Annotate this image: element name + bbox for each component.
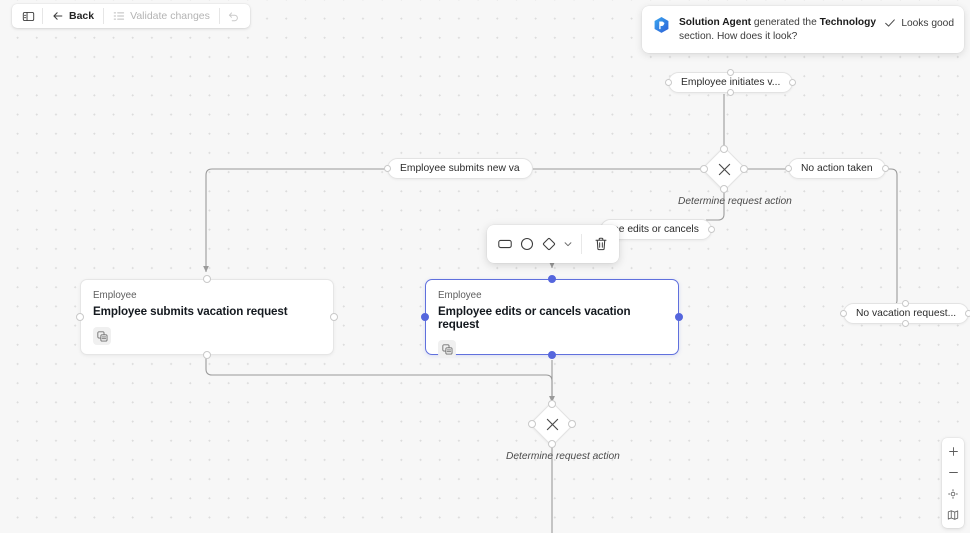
- handle-top[interactable]: [720, 145, 728, 153]
- rectangle-shape-icon[interactable]: [495, 232, 515, 256]
- solution-agent-hexagon-icon: [652, 16, 671, 35]
- toolbar-divider: [218, 8, 220, 24]
- minimap-button[interactable]: [943, 505, 963, 524]
- handle-right[interactable]: [789, 78, 797, 86]
- chevron-down-icon[interactable]: [561, 232, 574, 256]
- flow-node-no-action-taken[interactable]: No action taken: [785, 158, 889, 179]
- flow-node-label: ee edits or cancels: [613, 224, 699, 235]
- looks-good-button[interactable]: Looks good: [884, 15, 954, 29]
- circle-shape-icon[interactable]: [517, 232, 537, 256]
- banner-message-mid: generated the: [751, 17, 820, 28]
- flow-node-employee-edits-or-cancels[interactable]: ee edits or cancels: [600, 219, 715, 240]
- fit-view-button[interactable]: [943, 484, 963, 503]
- handle-bottom[interactable]: [902, 320, 910, 327]
- agent-name: Solution Agent: [679, 17, 752, 28]
- handle-top[interactable]: [548, 275, 556, 283]
- banner-highlight: Technology: [819, 17, 877, 28]
- looks-good-label: Looks good: [901, 17, 954, 29]
- decision-caption-bottom: Determine request action: [506, 451, 620, 462]
- layers-icon[interactable]: [93, 327, 111, 345]
- flow-node-employee-initiates[interactable]: Employee initiates v...: [665, 69, 797, 96]
- flow-node-edits-or-cancels-vacation-request[interactable]: Employee Employee edits or cancels vacat…: [421, 275, 683, 359]
- handle-right[interactable]: [881, 164, 889, 172]
- validate-changes-label: Validate changes: [130, 10, 210, 22]
- handle-top[interactable]: [902, 300, 910, 307]
- back-label: Back: [69, 10, 95, 22]
- flow-node-submits-vacation-request[interactable]: Employee Employee submits vacation reque…: [76, 275, 338, 359]
- editor-toolbar[interactable]: Back Validate changes: [12, 4, 250, 28]
- handle-right[interactable]: [568, 420, 576, 428]
- decision-caption-top: Determine request action: [678, 196, 792, 207]
- handle-left[interactable]: [700, 165, 708, 173]
- layers-icon[interactable]: [438, 340, 456, 358]
- handle-left[interactable]: [421, 313, 429, 321]
- handle-bottom[interactable]: [726, 89, 734, 96]
- handle-right[interactable]: [330, 313, 338, 321]
- edge-card1-to-decision-bottom: [205, 355, 555, 403]
- flow-node-decision-top[interactable]: [700, 145, 748, 193]
- toolbar-divider: [581, 234, 582, 254]
- handle-top[interactable]: [726, 69, 734, 76]
- undo-icon: [227, 10, 240, 23]
- banner-message-end: section. How does it look?: [679, 31, 798, 43]
- zoom-in-button[interactable]: [943, 442, 963, 461]
- handle-bottom[interactable]: [203, 351, 211, 359]
- handle-right[interactable]: [740, 165, 748, 173]
- flow-node-label: Employee submits new va: [400, 163, 520, 174]
- handle-left[interactable]: [528, 420, 536, 428]
- canvas-zoom-controls[interactable]: [942, 438, 964, 528]
- arrow-left-icon: [52, 10, 64, 22]
- validate-changes-button[interactable]: Validate changes: [107, 6, 216, 26]
- handle-bottom[interactable]: [720, 185, 728, 193]
- flow-node-no-vacation-request[interactable]: No vacation request...: [840, 300, 970, 327]
- zoom-out-button[interactable]: [943, 463, 963, 482]
- flow-node-label: No vacation request...: [856, 308, 957, 319]
- checklist-icon: [113, 10, 125, 22]
- handle-left[interactable]: [785, 164, 792, 172]
- handle-right[interactable]: [707, 225, 715, 233]
- shape-toolbar[interactable]: [487, 225, 619, 263]
- handle-left[interactable]: [665, 78, 672, 86]
- panel-toggle-icon: [22, 10, 35, 23]
- flow-node-decision-bottom[interactable]: [528, 400, 576, 448]
- handle-bottom[interactable]: [548, 440, 556, 448]
- undo-button[interactable]: [223, 6, 244, 26]
- flow-node-label: No action taken: [801, 163, 873, 174]
- handle-right[interactable]: [965, 309, 970, 317]
- edge-decision-to-edits-cancels: [706, 180, 725, 221]
- toolbar-divider: [42, 8, 43, 24]
- edge-submits-new-to-card1: [203, 168, 387, 273]
- flow-node-employee-submits-new[interactable]: Employee submits new va: [384, 158, 533, 179]
- check-icon: [884, 17, 896, 29]
- toolbar-divider: [103, 8, 105, 24]
- banner-message: Solution Agent generated the Technology …: [679, 15, 876, 44]
- handle-left[interactable]: [840, 309, 847, 317]
- handle-left[interactable]: [384, 164, 391, 172]
- back-button[interactable]: Back: [46, 6, 100, 26]
- edge-no-action-to-no-vacation: [874, 168, 898, 309]
- handle-top[interactable]: [203, 275, 211, 283]
- trash-icon[interactable]: [591, 232, 611, 256]
- agent-notification-banner: Solution Agent generated the Technology …: [642, 6, 964, 54]
- panel-toggle-button[interactable]: [18, 6, 39, 26]
- node-title: Employee submits vacation request: [93, 305, 288, 318]
- node-title: Employee edits or cancels vacation reque…: [438, 305, 631, 331]
- flow-node-label: Employee initiates v...: [681, 77, 781, 88]
- node-role-label: Employee: [93, 290, 137, 301]
- diamond-shape-icon[interactable]: [539, 232, 559, 256]
- handle-top[interactable]: [548, 400, 556, 408]
- node-role-label: Employee: [438, 290, 482, 301]
- handle-left[interactable]: [76, 313, 84, 321]
- handle-right[interactable]: [675, 313, 683, 321]
- handle-bottom[interactable]: [548, 351, 556, 359]
